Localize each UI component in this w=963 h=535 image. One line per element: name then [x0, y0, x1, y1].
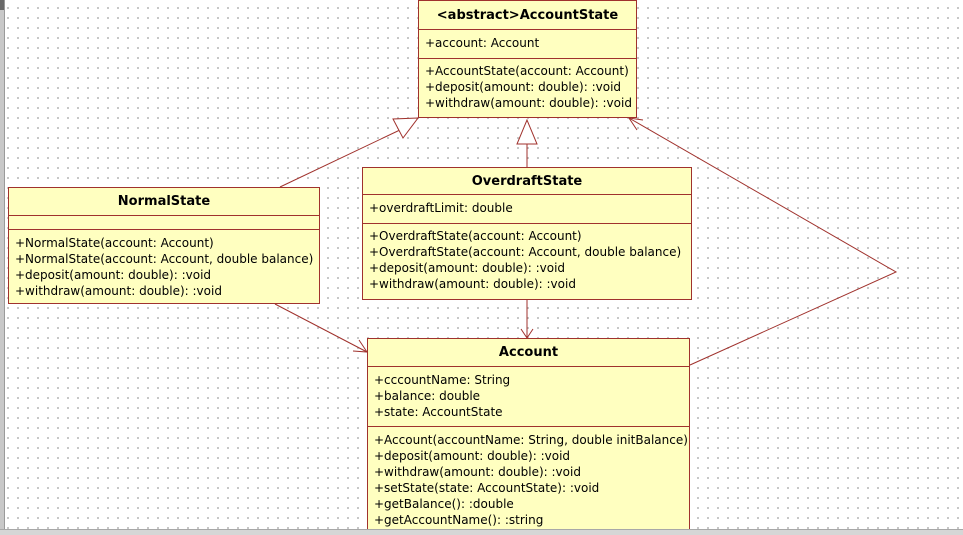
class-normalstate[interactable]: NormalState +NormalState(account: Accoun… [8, 187, 320, 304]
generalization-normal-to-accountstate[interactable] [279, 128, 403, 188]
canvas-bottom-edge [0, 529, 963, 535]
operation: +deposit(amount: double): :void [15, 268, 212, 282]
operation: +getAccountName(): :string [374, 513, 544, 527]
operations-compartment: +AccountState(account: Account) +deposit… [419, 59, 636, 113]
operation: +AccountState(account: Account) [425, 64, 629, 78]
operation: +OverdraftState(account: Account, double… [369, 245, 682, 259]
association-arrowhead-accountstate [627, 117, 644, 131]
operation: +withdraw(amount: double): :void [15, 284, 222, 298]
attributes-compartment [9, 216, 319, 230]
operation: +deposit(amount: double): :void [369, 261, 566, 275]
operation: +withdraw(amount: double): :void [374, 465, 581, 479]
operation: +deposit(amount: double): :void [425, 80, 622, 94]
operation: +deposit(amount: double): :void [374, 449, 571, 463]
operations-compartment: +OverdraftState(account: Account) +Overd… [363, 224, 691, 294]
class-accountstate[interactable]: <abstract>AccountState +account: Account… [418, 0, 637, 118]
operation: +NormalState(account: Account, double ba… [15, 252, 314, 266]
attributes-compartment: +cccountName: String +balance: double +s… [368, 367, 689, 427]
attribute: +account: Account [425, 36, 540, 50]
class-account[interactable]: Account +cccountName: String +balance: d… [367, 338, 690, 535]
attribute: +balance: double [374, 389, 481, 403]
attributes-compartment: +overdraftLimit: double [363, 195, 691, 224]
operation: +NormalState(account: Account) [15, 236, 214, 250]
left-edge-marker [0, 0, 4, 10]
class-name: OverdraftState [363, 168, 691, 195]
class-overdraftstate[interactable]: OverdraftState +overdraftLimit: double +… [362, 167, 692, 300]
operation: +setState(state: AccountState): :void [374, 481, 600, 495]
attributes-compartment: +account: Account [419, 30, 636, 59]
class-name: <abstract>AccountState [419, 1, 636, 30]
association-normal-to-account[interactable] [274, 303, 368, 353]
generalization-arrowhead-overdraft [516, 118, 538, 145]
operation: +Account(accountName: String, double ini… [374, 433, 688, 447]
canvas-left-edge [0, 0, 5, 535]
attribute: +cccountName: String [374, 373, 511, 387]
class-name: Account [368, 339, 689, 367]
attribute: +overdraftLimit: double [369, 201, 513, 215]
generalization-arrowhead-normal [392, 117, 420, 139]
operation: +OverdraftState(account: Account) [369, 229, 582, 243]
operations-compartment: +Account(accountName: String, double ini… [368, 427, 689, 530]
class-name: NormalState [9, 188, 319, 216]
association-account-to-accountstate[interactable] [628, 117, 898, 366]
operation: +withdraw(amount: double): :void [369, 277, 576, 291]
operation: +getBalance(): :double [374, 497, 514, 511]
operation: +withdraw(amount: double): :void [425, 96, 632, 110]
operations-compartment: +NormalState(account: Account) +NormalSt… [9, 230, 319, 301]
attribute: +state: AccountState [374, 405, 503, 419]
